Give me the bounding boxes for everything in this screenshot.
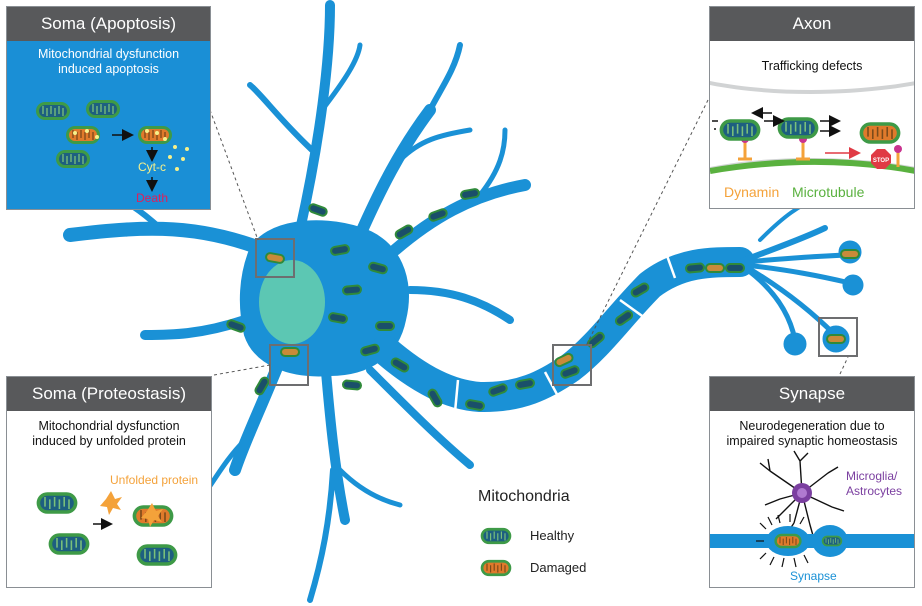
death-label: Death [136,191,169,205]
synapse-illustration [710,450,914,568]
legend-healthy-icon [480,527,512,545]
dynamin-label: Dynamin [724,184,780,200]
zoom-box-synapse [818,317,858,357]
dendrite [63,221,272,257]
panel-caption: Trafficking defects [761,59,863,73]
panel-title: Axon [710,7,914,41]
panel-axon: Axon Trafficking defects [709,6,915,209]
dendrite [406,286,514,324]
panel-soma-apoptosis: Soma (Apoptosis) Mitochondrial dysfuncti… [6,6,211,210]
axon-terminal [737,225,828,265]
axon-terminal [742,252,851,265]
panel-caption: Neurodegeneration due to impaired synapt… [726,419,898,448]
leader-lines [209,99,849,376]
panel-soma-proteostasis: Soma (Proteostasis) Mitochondrial dysfun… [6,376,212,588]
dendrite [295,0,335,235]
panel-synapse: Synapse Neurodegeneration due to impaire… [709,376,915,588]
unfolded-protein-label: Unfolded protein [110,473,199,487]
synaptic-bouton [783,332,807,356]
dendrite [307,467,336,603]
dendrite [397,127,473,163]
dendrite [337,467,403,508]
dendrite [247,82,315,153]
apoptosis-illustration [35,99,189,192]
stop-sign-icon [871,149,891,169]
synapse-label: Synapse [790,569,837,583]
dendrite [427,42,463,113]
glia-label: Microglia/ Astrocytes [846,469,903,498]
legend-damaged-label: Damaged [530,560,587,575]
stop-sign-label: STOP [873,158,889,164]
legend-title: Mitochondria [478,488,570,505]
panel-caption: Mitochondrial dysfunction induced apopto… [37,47,180,76]
axon-terminal [742,265,798,343]
zoom-box-axon [552,344,592,386]
dendrite [477,127,508,198]
dendrite [366,366,474,469]
dendrite [354,104,436,241]
microtubule-label: Microtubule [792,184,865,200]
nucleus [259,260,325,344]
dendrite [229,354,286,476]
legend-healthy-label: Healthy [530,528,575,543]
axon-terminal [742,262,853,286]
panel-title: Soma (Apoptosis) [7,7,210,41]
panel-caption: Mitochondrial dysfunction induced by unf… [32,419,186,448]
dendrite [319,42,363,113]
proteostasis-illustration [35,491,179,567]
panel-title: Synapse [710,377,914,411]
legend-damaged-icon [480,559,512,577]
zoom-box-soma-apoptosis [255,238,295,278]
dendrite [320,355,350,525]
cytc-label: Cyt-c [138,160,166,174]
synaptic-bouton [842,274,864,296]
panel-title: Soma (Proteostasis) [7,377,211,411]
axon-trafficking-illustration: STOP [710,81,914,174]
dendrite [389,179,531,256]
